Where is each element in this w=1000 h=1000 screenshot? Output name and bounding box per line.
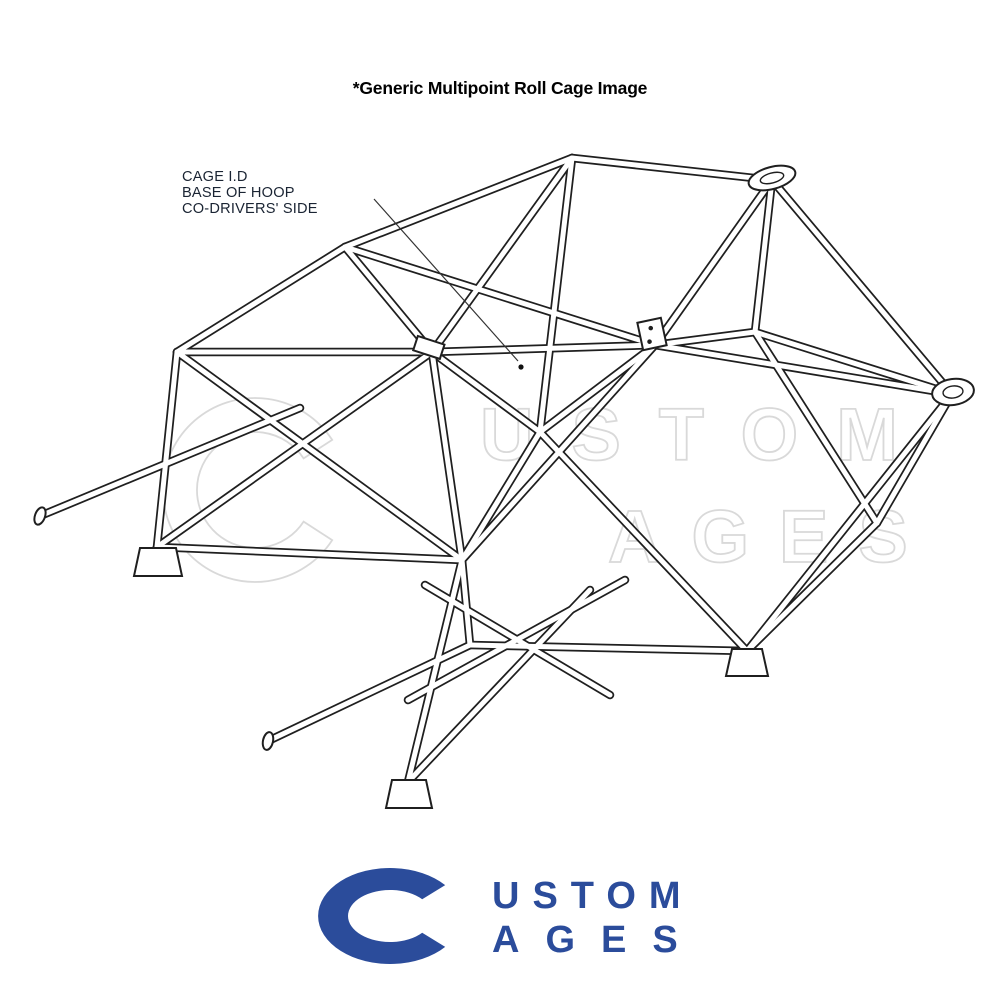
logo-ages-text: AGES [492,919,704,961]
brand-logo: USTOM AGES [318,868,704,965]
annotation-leader [373,198,524,370]
leader-dot [518,364,524,370]
left-foot-plate [132,547,184,577]
page-caption: *Generic Multipoint Roll Cage Image [352,78,648,98]
annotation-line-3: CO-DRIVERS' SIDE [182,200,318,217]
leader-line [373,198,519,362]
watermark-c-shape [162,397,334,583]
cage-id-annotation: CAGE I.D BASE OF HOOP CO-DRIVERS' SIDE [182,169,318,217]
front-tube-end [261,731,275,751]
front-foot-plate [384,779,434,809]
gusset-plate [636,316,668,352]
cage-id-tag [411,334,446,361]
right-flange [931,377,975,407]
right-foot-plate [724,648,770,677]
roll-cage-tubes-fill [37,155,955,785]
left-tube-end [33,506,47,526]
annotation-line-2: BASE OF HOOP [182,184,295,201]
logo-c-shape [318,868,446,965]
logo-ustom-text: USTOM [492,875,694,917]
cage-details [33,164,975,809]
annotation-line-1: CAGE I.D [182,169,248,185]
rear-top-flange [747,164,797,192]
